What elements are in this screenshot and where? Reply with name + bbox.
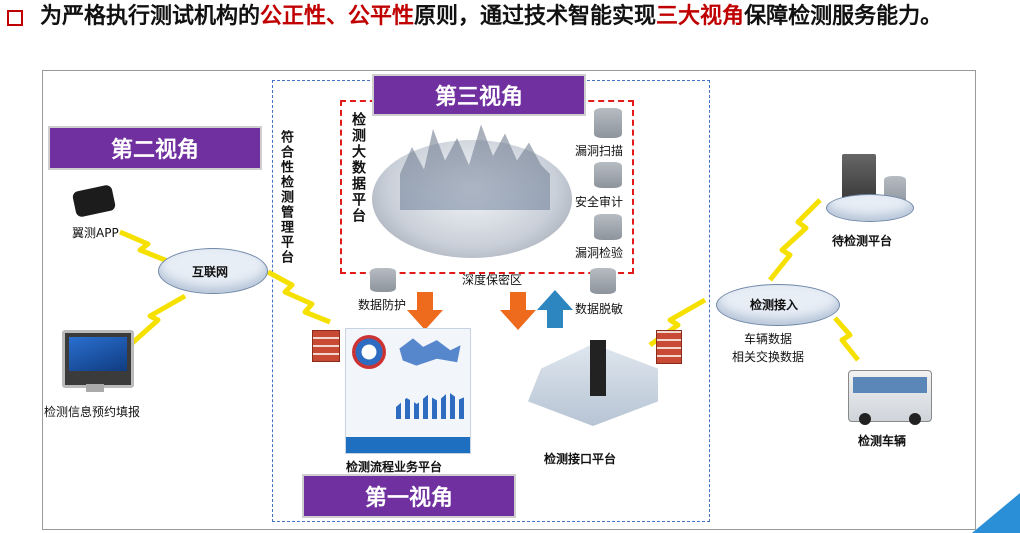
app-label: 翼测APP [72, 226, 119, 240]
page-title: 为严格执行测试机构的公正性、公平性原则，通过技术智能实现三大视角保障检测服务能力… [40, 4, 943, 29]
tool-label-2: 安全审计 [575, 195, 624, 209]
workflow-dashboard-illustration [345, 328, 471, 454]
bolt-app-internet [119, 229, 171, 265]
third-view-label: 第三视角 [372, 74, 586, 116]
tool-label-1: 漏洞扫描 [575, 144, 624, 158]
desensitize-icon [590, 268, 616, 294]
vuln-scan-icon [594, 108, 622, 138]
access-cloud-icon [716, 284, 840, 326]
monitor-icon [62, 330, 134, 388]
bus-icon [848, 370, 932, 425]
secure-zone-label: 深度保密区 [462, 273, 523, 287]
up-arrow-icon [537, 290, 573, 328]
bolt-internet-platform [266, 269, 331, 325]
first-view-label: 第一视角 [302, 474, 516, 518]
bolt-booking-internet [128, 293, 187, 347]
down-arrow-right-icon [500, 292, 536, 330]
firewall-right-icon [656, 330, 682, 364]
booking-label: 检测信息预约填报 [44, 405, 141, 419]
data-protect-label: 数据防护 [358, 298, 407, 312]
desensitize-label: 数据脱敏 [575, 302, 624, 316]
corner-decoration [972, 493, 1020, 533]
server-tower-icon [590, 340, 606, 396]
audit-icon [594, 162, 622, 188]
workflow-platform-label: 检测流程业务平台 [346, 460, 443, 474]
title-bullet-icon [7, 10, 23, 26]
firewall-left-icon [312, 330, 340, 362]
pending-platform-label: 待检测平台 [832, 234, 893, 248]
pending-cloud-icon [826, 194, 914, 222]
monitor-stand [86, 384, 104, 392]
bolt-access-vehicle [833, 316, 860, 362]
vuln-check-icon [594, 214, 622, 240]
exchange-label-1: 车辆数据 [744, 332, 793, 346]
second-view-label: 第二视角 [48, 126, 262, 170]
vehicle-label: 检测车辆 [858, 434, 907, 448]
internet-label: 互联网 [192, 265, 229, 279]
data-protect-icon [370, 268, 396, 292]
internet-cloud-icon [158, 248, 268, 294]
interface-platform-label: 检测接口平台 [544, 452, 617, 466]
bigdata-platform-label: 检测大数据平台 [350, 112, 366, 224]
compliance-platform-label: 符合性检测管理平台 [278, 130, 293, 265]
down-arrow-left-icon [407, 292, 443, 330]
exchange-label-2: 相关交换数据 [732, 350, 805, 364]
tool-label-3: 漏洞检验 [575, 246, 624, 260]
bolt-access-pending [768, 198, 822, 282]
access-label: 检测接入 [750, 298, 799, 312]
